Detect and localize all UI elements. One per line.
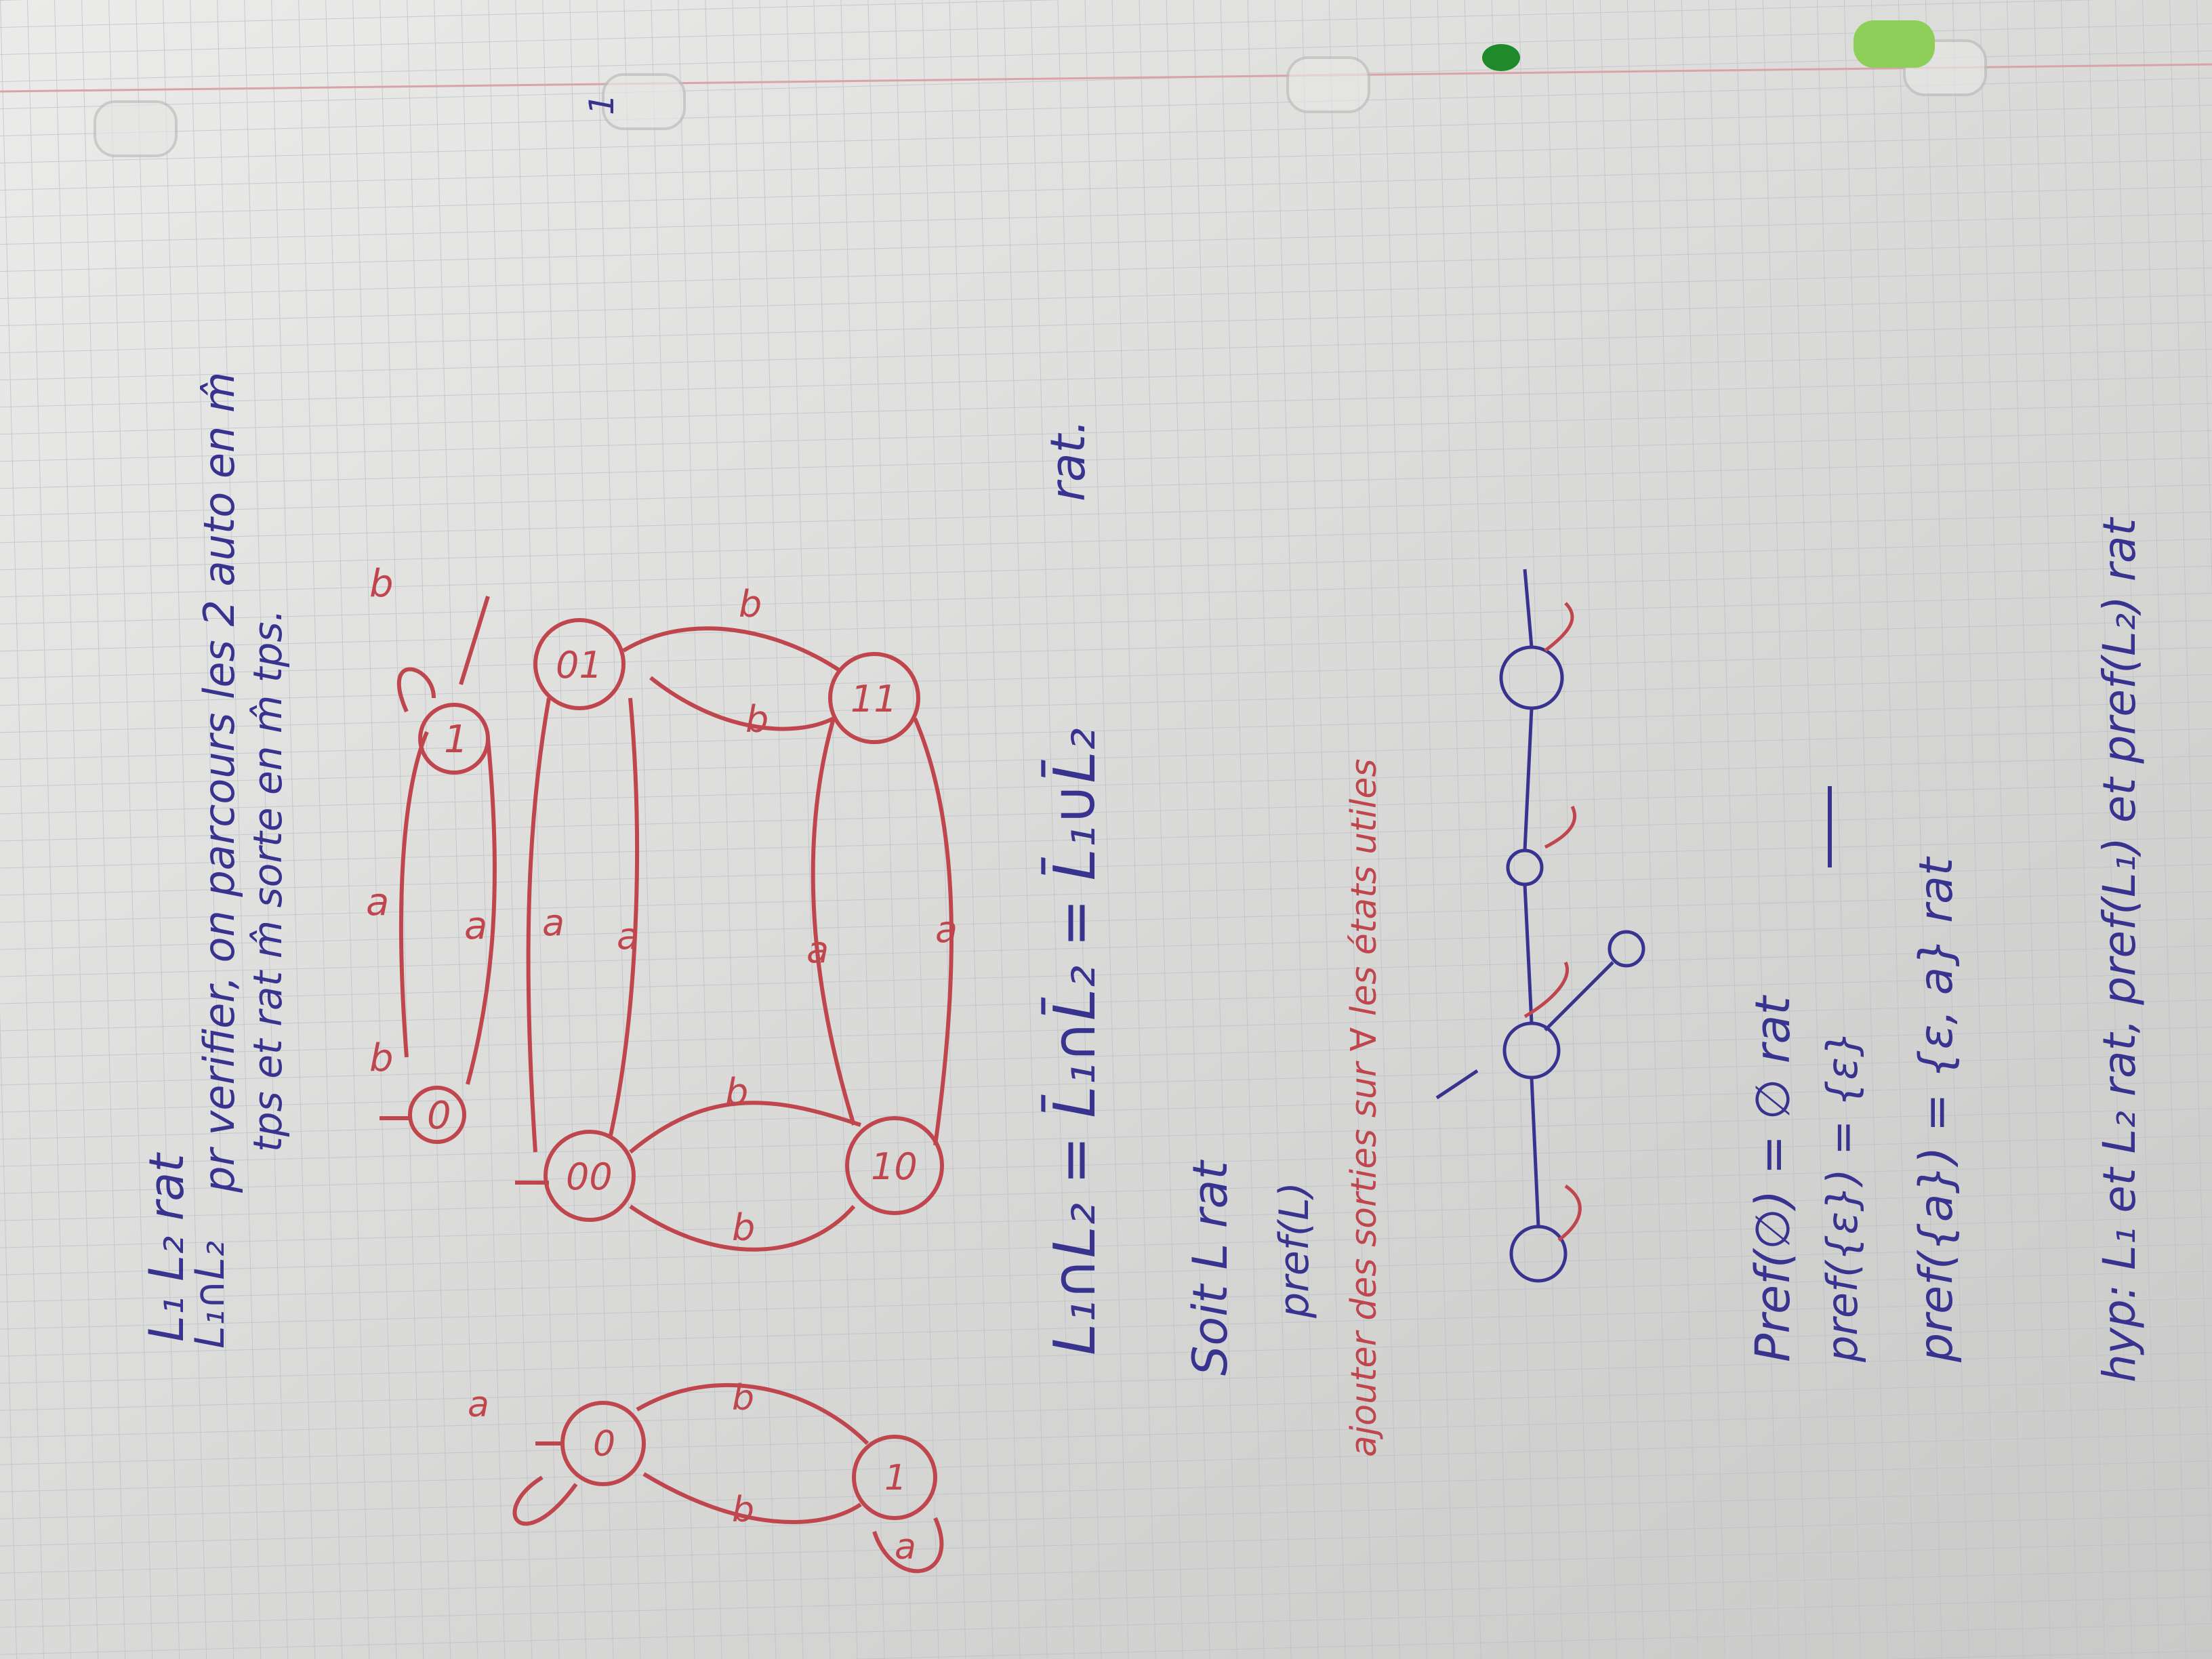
automaton-product [515, 618, 954, 1252]
heading-line3-text: tps et rat m̂ sorte en m̂ tps. [245, 609, 291, 1152]
auto-top-state-0: 0 [427, 1094, 451, 1138]
green-tab-1 [1482, 44, 1520, 71]
auto-top-b1: b [369, 1036, 394, 1080]
product-a3: a [806, 928, 829, 971]
auto-top-b2: b [369, 562, 394, 606]
product-b3: b [739, 583, 762, 626]
pref-line2: pref(L) [1271, 1182, 1318, 1319]
heading-line2-left: L₁∩L₂ [186, 1241, 234, 1349]
auto-left-loop: a [895, 1527, 916, 1568]
automaton-left [512, 1382, 944, 1574]
automaton-top [380, 596, 497, 1144]
product-state-11: 11 [851, 678, 897, 720]
hyp-line: hyp: L₁ et L₂ rat, pref(L₁) et pref(L₂) … [2093, 517, 2146, 1382]
product-state-01: 01 [556, 644, 602, 687]
equation-left: L₁∩L₂ = L̄₁∩L̄₂ = L̄₁∪L̄₂ [1040, 728, 1109, 1355]
auto-left-edge-b2: b [732, 1490, 754, 1530]
pref-line1: Soit L rat [1183, 1160, 1238, 1376]
auto-left-edge-b1: b [732, 1378, 754, 1418]
product-a2: a [617, 915, 639, 958]
heading-line1: L₁ L₂ rat [139, 1152, 194, 1342]
equation-right: rat. [1040, 419, 1096, 501]
pref-eps: pref({ε}) = {ε} [1818, 1031, 1867, 1363]
heading-line2-text: pr verifier, on parcours les 2 auto en m… [194, 372, 244, 1193]
product-state-00: 00 [566, 1155, 613, 1198]
auto-top-state-1: 1 [444, 718, 468, 762]
sketch-red-ticks [1523, 602, 1582, 1242]
pref-note: ajouter des sorties sur ∀ les états util… [1344, 759, 1385, 1457]
pref-a: pref({a}) = {ε, a} rat [1910, 856, 1963, 1363]
green-tab-2 [1853, 20, 1935, 68]
product-a1: a [542, 901, 565, 944]
sketch-automaton [1435, 569, 1645, 1283]
product-a4: a [935, 908, 958, 951]
auto-left-label: a [468, 1385, 489, 1425]
auto-left-state-0: 0 [593, 1424, 615, 1465]
product-b2: b [732, 1206, 755, 1249]
page-number: 1 [582, 94, 621, 115]
pref-empty: Pref(∅) = ∅ rat [1745, 995, 1801, 1362]
product-b4: b [745, 698, 769, 741]
auto-top-a1: a [366, 880, 389, 924]
product-state-10: 10 [871, 1145, 918, 1188]
auto-left-state-1: 1 [884, 1458, 907, 1498]
auto-top-a2: a [464, 904, 487, 948]
product-b1: b [725, 1071, 748, 1113]
